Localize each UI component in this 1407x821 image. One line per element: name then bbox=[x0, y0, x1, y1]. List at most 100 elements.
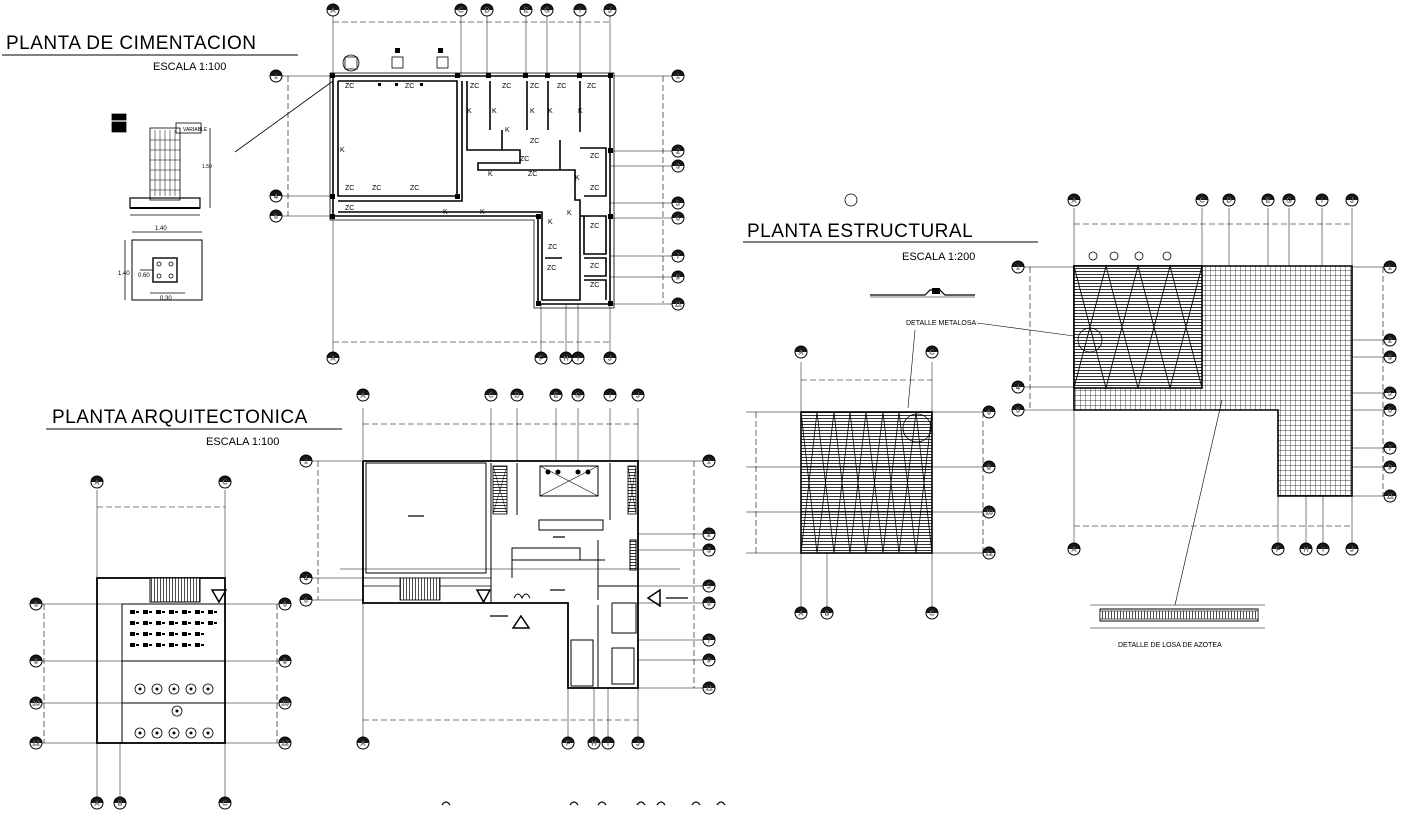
svg-text:4: 4 bbox=[304, 576, 308, 583]
detalle-metalosa-label: DETALLE METALOSA bbox=[906, 320, 977, 327]
cimentacion-plan bbox=[234, 15, 678, 358]
losa-right-axis-12: 12 bbox=[982, 546, 996, 560]
est-bottom-axis-a: A bbox=[1067, 542, 1081, 556]
cim-left-axis-6: 6 bbox=[269, 209, 283, 223]
svg-text:6: 6 bbox=[676, 216, 680, 223]
svg-text:1: 1 bbox=[1016, 265, 1020, 272]
zapata-label: ZC bbox=[520, 156, 529, 163]
arq-bottom-axis-i: I bbox=[601, 736, 615, 750]
seat-icon bbox=[130, 610, 139, 614]
zapata-label: ZC bbox=[530, 83, 539, 90]
svg-text:E: E bbox=[554, 393, 559, 400]
est-left-axis-6: 6 bbox=[1011, 403, 1025, 417]
arq-top-axis-e: E bbox=[549, 388, 563, 402]
svg-text:I: I bbox=[607, 741, 609, 748]
svg-text:6: 6 bbox=[707, 601, 711, 608]
zapata-dim-width: 1.40 bbox=[155, 226, 167, 232]
arq-right-axis-1: 1 bbox=[702, 454, 716, 468]
zapata-label: ZC bbox=[405, 83, 414, 90]
contratrabe-label: K bbox=[467, 108, 472, 115]
est-right-axis-1: 1 bbox=[1383, 260, 1397, 274]
arquitectonica-title: PLANTA ARQUITECTONICA bbox=[52, 407, 308, 428]
svg-text:8: 8 bbox=[34, 659, 38, 666]
svg-text:C: C bbox=[1199, 198, 1204, 205]
cim-top-axis-d: D bbox=[480, 3, 494, 17]
arq-left-axis-6: 6 bbox=[299, 593, 313, 607]
svg-text:J: J bbox=[636, 393, 640, 400]
estructural-scale: ESCALA 1:200 bbox=[902, 251, 976, 263]
zapata-label: ZC bbox=[547, 265, 556, 272]
table-icon bbox=[134, 683, 146, 695]
zapata-label: ZC bbox=[528, 171, 537, 178]
mez-right-axis-8: 8 bbox=[278, 654, 292, 668]
mezzanine-plan bbox=[36, 490, 285, 802]
svg-text:F: F bbox=[539, 356, 543, 363]
cim-right-axis-9: 9 bbox=[671, 270, 685, 284]
title-underlines bbox=[2, 54, 1038, 430]
zapata-label: ZC bbox=[557, 83, 566, 90]
svg-text:B: B bbox=[825, 611, 830, 618]
svg-text:5: 5 bbox=[1388, 391, 1392, 398]
table-icon bbox=[168, 683, 180, 695]
cim-right-axis-1: 1 bbox=[671, 69, 685, 83]
seat-icon bbox=[130, 632, 139, 636]
svg-text:4: 4 bbox=[274, 194, 278, 201]
arq-bottom-axis-a: A bbox=[356, 736, 370, 750]
svg-text:12: 12 bbox=[281, 741, 289, 748]
mez-left-axis-6: 6 bbox=[29, 597, 43, 611]
svg-text:A: A bbox=[361, 741, 366, 748]
cim-top-axis-a: A bbox=[326, 3, 340, 17]
svg-text:I: I bbox=[1322, 547, 1324, 554]
svg-text:1: 1 bbox=[676, 74, 680, 81]
seat-icon bbox=[208, 621, 217, 625]
arq-top-axis-g: G bbox=[571, 388, 585, 402]
svg-text:6: 6 bbox=[1016, 408, 1020, 415]
svg-text:2: 2 bbox=[1388, 338, 1392, 345]
svg-text:A: A bbox=[799, 611, 804, 618]
table-icon bbox=[202, 683, 214, 695]
svg-text:G: G bbox=[544, 8, 549, 15]
seat-icon bbox=[169, 632, 178, 636]
table-icon bbox=[151, 683, 163, 695]
zapata-dim-inner: 0.60 bbox=[138, 273, 150, 279]
losa-right-axis-8: 8 bbox=[982, 460, 996, 474]
svg-text:A: A bbox=[95, 801, 100, 808]
svg-text:10: 10 bbox=[32, 701, 40, 708]
seat-icon bbox=[182, 610, 191, 614]
zapata-dims: 1.40 1.40 0.60 0.30 VARIABLE 1.50 bbox=[118, 127, 212, 302]
zapata-dim-var: VARIABLE bbox=[183, 127, 208, 133]
svg-text:G: G bbox=[575, 393, 580, 400]
svg-text:9: 9 bbox=[707, 658, 711, 665]
svg-text:C: C bbox=[929, 611, 934, 618]
svg-text:2: 2 bbox=[707, 532, 711, 539]
seat-icon bbox=[169, 643, 178, 647]
svg-text:A: A bbox=[95, 480, 100, 487]
losa-top-axis-c: C bbox=[925, 345, 939, 359]
arq-top-axis-i: I bbox=[603, 388, 617, 402]
svg-text:C: C bbox=[929, 350, 934, 357]
mez-left-axis-8: 8 bbox=[29, 654, 43, 668]
svg-text:4: 4 bbox=[1016, 385, 1020, 392]
svg-text:6: 6 bbox=[1388, 408, 1392, 415]
seat-icon bbox=[156, 643, 165, 647]
cim-right-axis-7: 7 bbox=[671, 249, 685, 263]
zapata-label: ZC bbox=[345, 205, 354, 212]
est-right-axis-9: 9 bbox=[1383, 460, 1397, 474]
est-top-axis-d: D bbox=[1222, 193, 1236, 207]
est-right-axis-3: 3 bbox=[1383, 350, 1397, 364]
zapata-label: ZC bbox=[590, 185, 599, 192]
svg-text:1: 1 bbox=[707, 459, 711, 466]
arq-top-axis-d: D bbox=[510, 388, 524, 402]
cim-bottom-axis-i: I bbox=[571, 351, 585, 365]
cim-top-axis-e: E bbox=[519, 3, 533, 17]
losa-mezzanine-plan bbox=[746, 362, 993, 612]
svg-text:D: D bbox=[1226, 198, 1231, 205]
svg-text:6: 6 bbox=[987, 410, 991, 417]
cim-right-axis-5: 5 bbox=[671, 196, 685, 210]
svg-text:7: 7 bbox=[707, 638, 711, 645]
table-icon bbox=[202, 727, 214, 739]
svg-text:A: A bbox=[799, 350, 804, 357]
cim-top-axis-g: G bbox=[540, 3, 554, 17]
contratrabe-label: K bbox=[480, 209, 485, 216]
